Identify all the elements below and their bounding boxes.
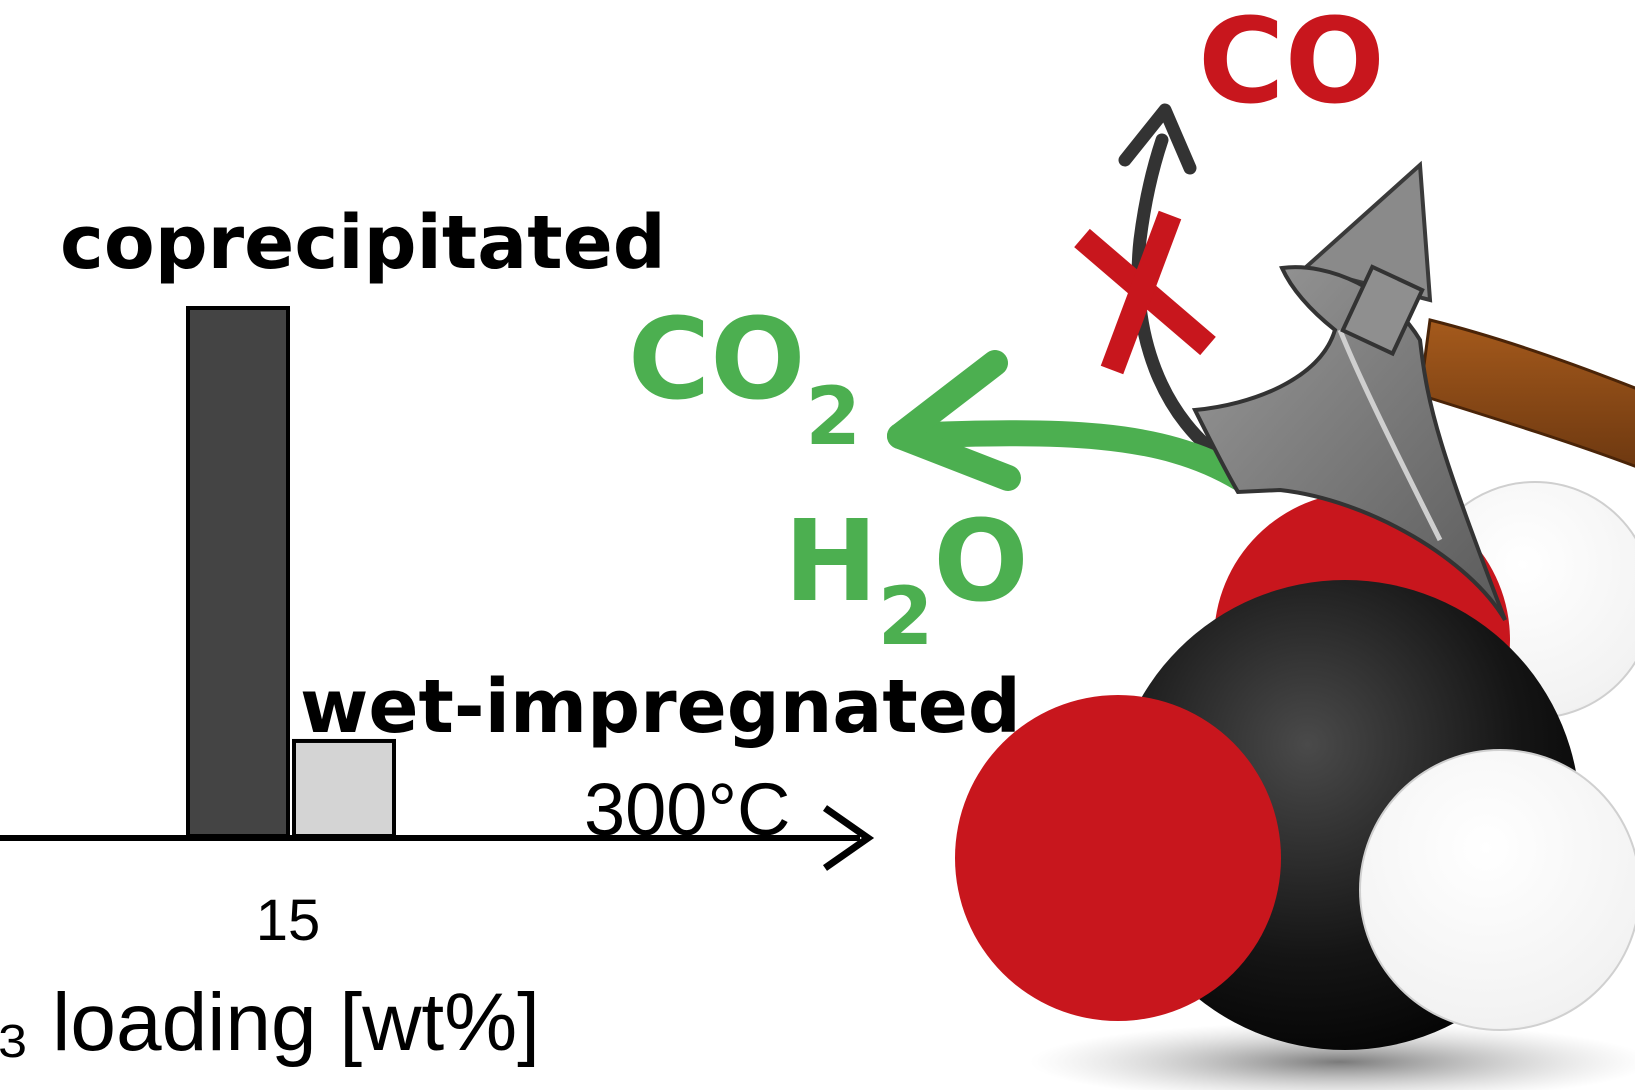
green-arrow-to-co2 <box>887 420 1253 491</box>
axe-icon <box>1191 160 1635 622</box>
green-arrow-head <box>887 350 1021 491</box>
co2-subscript: 2 <box>805 370 861 463</box>
h2o-o: O <box>933 497 1028 627</box>
co2-label: CO2 <box>628 295 861 463</box>
bar-coprecipitated <box>186 306 290 838</box>
reaction-products: CO CO2 H2O <box>628 0 1385 663</box>
x-tick-label-15: 15 <box>256 888 321 953</box>
temperature-label: 300°C <box>584 768 791 851</box>
co-label: CO <box>1198 0 1385 130</box>
bar-wet-impregnated <box>292 738 396 839</box>
hydrogen-atom-front <box>1359 749 1635 1031</box>
axe-collar <box>1340 264 1425 357</box>
x-axis-arrowhead <box>822 805 875 871</box>
co2-main: CO <box>628 295 805 425</box>
x-axis-title: ₃ loading [wt%] <box>0 977 540 1068</box>
axe-blade <box>1191 265 1507 622</box>
oxygen-atom-front <box>955 695 1281 1021</box>
cross-mark-icon <box>1074 210 1216 375</box>
bar-chart: 15 ₃ loading [wt%] 300°C coprecipitated … <box>0 200 1021 1068</box>
formic-acid-molecule <box>955 481 1635 1090</box>
axe-handle <box>1418 318 1635 468</box>
bars-group <box>186 306 396 839</box>
wet-impregnated-label: wet-impregnated <box>300 664 1021 750</box>
h2o-label: H2O <box>784 497 1029 663</box>
blocked-arrow-head <box>1118 103 1197 175</box>
coprecipitated-label: coprecipitated <box>60 200 666 286</box>
h2o-h: H <box>784 497 878 627</box>
molecule-shadow <box>1030 1022 1635 1090</box>
h2o-subscript: 2 <box>878 570 934 663</box>
axe-bevel <box>1337 329 1443 542</box>
